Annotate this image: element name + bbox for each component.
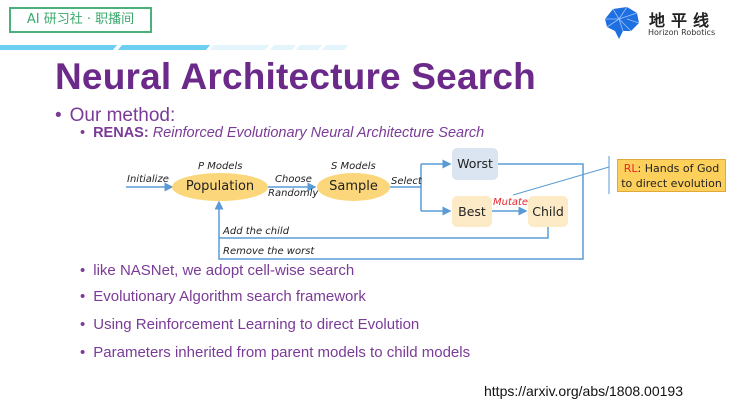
bullet-our-method: • Our method: <box>55 105 175 127</box>
randomly-label: Randomly <box>268 188 319 199</box>
bullet-item: • Parameters inherited from parent models… <box>80 344 470 361</box>
logo-name-en: Horizon Robotics <box>648 28 716 37</box>
logo-name-cn: 地平线 <box>649 11 716 30</box>
bullet-dot: • <box>80 288 86 305</box>
callout-text-1: : Hands of God <box>637 162 720 175</box>
worst-node: Worst <box>452 148 498 180</box>
slide-title: Neural Architecture Search <box>55 56 536 97</box>
choose-label: Choose <box>275 174 312 185</box>
population-node: Population <box>172 173 268 201</box>
bullet-dot: • <box>80 262 86 279</box>
bullet-dot: • <box>80 316 86 333</box>
bullet-text: Using Reinforcement Learning to direct E… <box>93 316 420 333</box>
sub-bullet-renas: • RENAS: Reinforced Evolutionary Neural A… <box>80 125 484 141</box>
bullet-item: • Using Reinforcement Learning to direct … <box>80 316 419 333</box>
bullet-dot: • <box>80 344 86 361</box>
rl-callout: RL: Hands of God to direct evolution <box>617 159 726 192</box>
callout-text-2: to direct evolution <box>621 177 722 190</box>
rl-label: RL <box>623 162 638 175</box>
mutate-label: Mutate <box>493 197 529 208</box>
bullet-text: Our method: <box>69 105 176 126</box>
renas-description: Reinforced Evolutionary Neural Architect… <box>148 125 485 141</box>
broadcast-badge: AI 研习社 · 职播间 <box>9 7 152 33</box>
bullet-text: Evolutionary Algorithm search framework <box>93 288 366 305</box>
remove-worst-label: Remove the worst <box>223 246 315 257</box>
best-node: Best <box>452 196 492 227</box>
brain-network-icon <box>605 6 640 39</box>
sample-node: Sample <box>317 173 390 201</box>
s-models-label: S Models <box>331 161 376 172</box>
select-label: Select <box>391 176 422 187</box>
bullet-text: Parameters inherited from parent models … <box>93 344 471 361</box>
bullet-item: • like NASNet, we adopt cell-wise search <box>80 262 354 279</box>
renas-label: RENAS: <box>93 125 149 141</box>
bullet-dot: • <box>55 105 62 126</box>
p-models-label: P Models <box>198 161 243 172</box>
add-child-label: Add the child <box>223 226 290 237</box>
bullet-item: • Evolutionary Algorithm search framework <box>80 288 366 305</box>
horizon-robotics-logo: 地平线 Horizon Robotics <box>601 5 736 41</box>
initialize-label: Initialize <box>127 174 169 185</box>
arxiv-link[interactable]: https://arxiv.org/abs/1808.00193 <box>484 383 683 399</box>
bullet-text: like NASNet, we adopt cell-wise search <box>93 262 355 279</box>
child-node: Child <box>528 196 568 227</box>
bullet-dot: • <box>80 125 86 141</box>
